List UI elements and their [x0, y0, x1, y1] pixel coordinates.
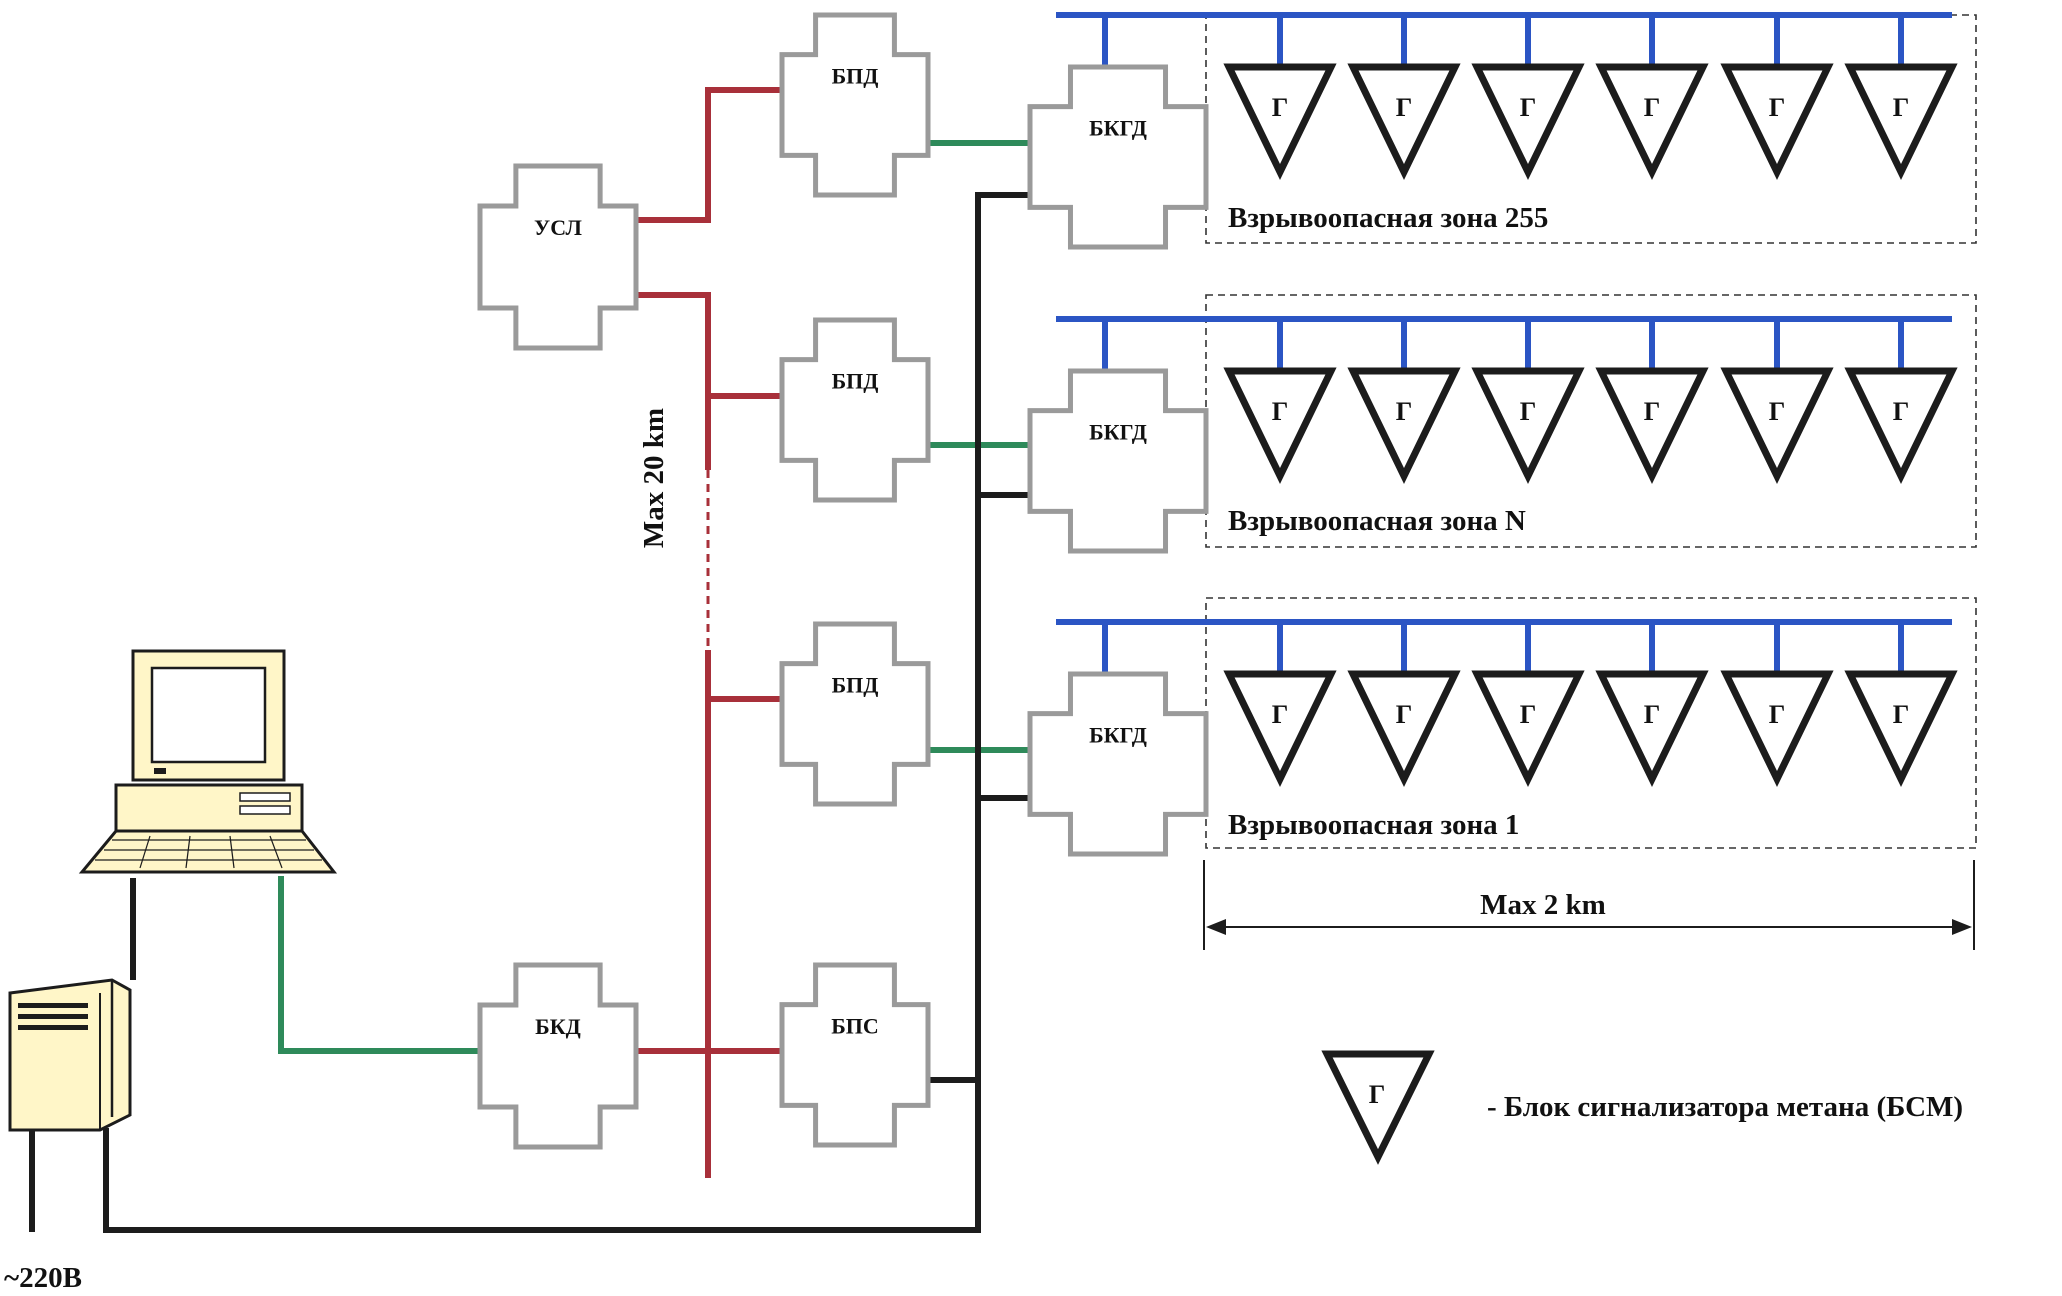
block-usl-outline — [477, 163, 639, 351]
sensor-label: Г — [1769, 93, 1786, 122]
methane-sensor-icon: Г — [1347, 63, 1461, 181]
methane-sensor-icon: Г — [1471, 670, 1585, 788]
methane-sensor-icon: Г — [1720, 367, 1834, 485]
block-bkgd-top-outline — [1027, 64, 1209, 250]
zone-255-label: Взрывоопасная зона 255 — [1228, 202, 1548, 234]
line-length-label: Max 20 km — [638, 408, 670, 548]
block-bkgd-mid-label: БКГД — [1089, 419, 1147, 444]
block-bkgd-top-label: БКГД — [1089, 115, 1147, 140]
legend-sensor-symbol: Г — [1369, 1080, 1386, 1109]
block-bps-label: БПС — [831, 1013, 879, 1038]
block-bkgd-top: БКГД — [1027, 64, 1209, 250]
methane-sensor-icon: Г — [1595, 367, 1709, 485]
blocks: УСЛ БПД БПД БПД БКД БПС БКГД БКГД БКГД — [477, 12, 1209, 1150]
power-label: ~220В — [4, 1262, 82, 1294]
methane-sensor-icon: Г — [1223, 367, 1337, 485]
methane-sensor-icon: Г — [1844, 670, 1958, 788]
block-bpd-bottom-label: БПД — [832, 672, 879, 697]
sensor-label: Г — [1644, 700, 1661, 729]
block-bkgd-bottom-outline — [1027, 671, 1209, 857]
zone-width-dimension — [1203, 860, 1975, 950]
block-bpd-top-outline — [779, 12, 931, 198]
zone-frames — [1205, 14, 1977, 849]
signal-usl-to-bpd-top — [636, 87, 782, 223]
block-bpd-mid: БПД — [779, 317, 931, 503]
legend-sensor-icon — [1321, 1050, 1435, 1165]
methane-sensor-icon: Г — [1844, 367, 1958, 485]
sensor-label: Г — [1520, 93, 1537, 122]
block-bpd-bottom: БПД — [779, 621, 931, 807]
legend: Г - Блок сигнализатора метана (БСМ) — [1321, 1050, 1963, 1165]
sensor-label: Г — [1396, 700, 1413, 729]
methane-sensor-icon: Г — [1347, 670, 1461, 788]
sensor-label: Г — [1893, 397, 1910, 426]
methane-sensor-icon: Г — [1595, 63, 1709, 181]
block-bkd-outline — [477, 962, 639, 1150]
sensor-label: Г — [1396, 93, 1413, 122]
methane-sensor-icon: Г — [1720, 63, 1834, 181]
signal-lines — [636, 87, 782, 1178]
methane-sensor-icon: Г — [1223, 63, 1337, 181]
block-bpd-top-label: БПД — [832, 63, 879, 88]
power-trunk — [103, 192, 1030, 1233]
sensor-label: Г — [1520, 700, 1537, 729]
sensor-label: Г — [1272, 700, 1289, 729]
data-links — [278, 140, 1030, 1054]
block-bps-outline — [779, 962, 931, 1148]
zone-n-label: Взрывоопасная зона N — [1228, 505, 1526, 537]
sensor-label: Г — [1893, 700, 1910, 729]
methane-sensors: Г Г Г Г Г Г Г Г Г Г Г Г Г Г Г Г Г Г — [1223, 63, 1958, 788]
computer-icon — [78, 649, 338, 874]
block-bpd-mid-label: БПД — [832, 368, 879, 393]
sensor-buses — [1056, 12, 1952, 674]
sensor-label: Г — [1893, 93, 1910, 122]
block-bkgd-bottom: БКГД — [1027, 671, 1209, 857]
block-bpd-top: БПД — [779, 12, 931, 198]
block-bkd: БКД — [477, 962, 639, 1150]
block-bkd-label: БКД — [535, 1014, 581, 1039]
methane-sensor-icon: Г — [1471, 63, 1585, 181]
zone-1-label: Взрывоопасная зона 1 — [1228, 809, 1519, 841]
methane-sensor-icon: Г — [1223, 670, 1337, 788]
sensor-label: Г — [1520, 397, 1537, 426]
block-bkgd-bottom-label: БКГД — [1089, 722, 1147, 747]
block-usl-label: УСЛ — [534, 215, 582, 240]
sensor-label: Г — [1396, 397, 1413, 426]
power-lines — [29, 192, 1030, 1233]
methane-sensor-icon: Г — [1471, 367, 1585, 485]
block-bkgd-mid: БКГД — [1027, 368, 1209, 554]
zone-n-frame — [1205, 294, 1977, 548]
sensor-label: Г — [1644, 93, 1661, 122]
sensor-label: Г — [1769, 700, 1786, 729]
sensor-label: Г — [1769, 397, 1786, 426]
methane-sensor-icon: Г — [1720, 670, 1834, 788]
block-usl: УСЛ — [477, 163, 639, 351]
signal-usl-to-trunk — [636, 292, 711, 470]
sensor-label: Г — [1644, 397, 1661, 426]
zone-width-label: Max 2 km — [1480, 889, 1606, 921]
block-bpd-bottom-outline — [779, 621, 931, 807]
block-bkgd-mid-outline — [1027, 368, 1209, 554]
link-computer-to-bkd — [278, 876, 480, 1054]
block-bpd-mid-outline — [779, 317, 931, 503]
methane-sensor-icon: Г — [1347, 367, 1461, 485]
methane-sensor-icon: Г — [1844, 63, 1958, 181]
sensor-label: Г — [1272, 397, 1289, 426]
block-bps: БПС — [779, 962, 931, 1148]
methane-sensor-icon: Г — [1595, 670, 1709, 788]
sensor-label: Г — [1272, 93, 1289, 122]
power-supply-icon — [8, 978, 132, 1132]
legend-text: - Блок сигнализатора метана (БСМ) — [1487, 1091, 1963, 1123]
